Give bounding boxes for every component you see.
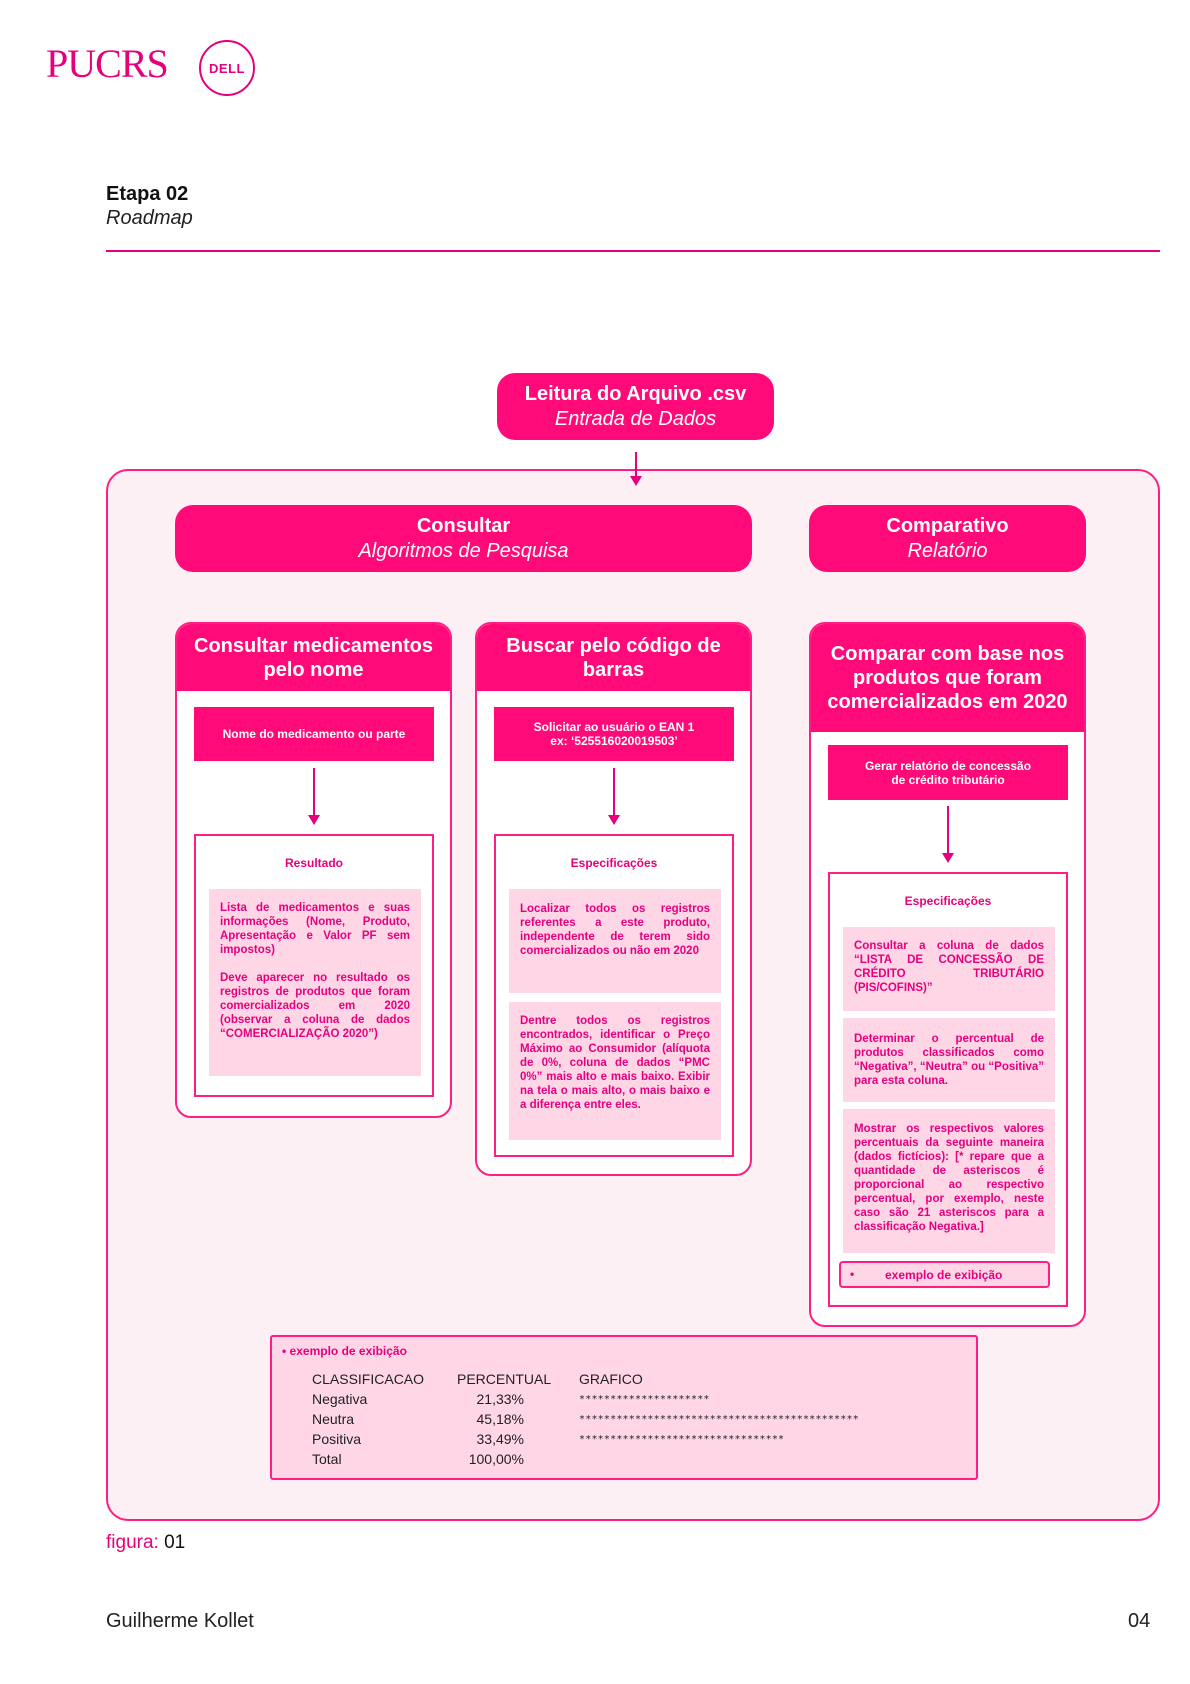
bullet-icon: • — [282, 1344, 287, 1358]
table-cell-grafico: ********************* — [579, 1394, 710, 1405]
arrow-down-icon — [942, 853, 954, 863]
table-cell-percentual: 100,00% — [468, 1451, 524, 1467]
note-text: Deve aparecer no resultado os registros … — [220, 972, 410, 1040]
node-leitura-arquivo: Leitura do Arquivo .csv Entrada de Dados — [497, 373, 774, 440]
example-panel-label: • exemplo de exibição — [282, 1344, 407, 1358]
bullet-icon: • — [850, 1267, 855, 1281]
table-cell-percentual: 45,18% — [476, 1411, 524, 1427]
exemplo-exibicao-label: exemplo de exibição — [885, 1268, 1003, 1282]
note-text: Mostrar os respectivos valores percentua… — [854, 1123, 1044, 1233]
stage-subtitle: Roadmap — [106, 207, 193, 229]
dell-logo-text: DELL — [209, 60, 245, 76]
table-header-percentual: PERCENTUAL — [457, 1371, 552, 1387]
input-ean: Solicitar ao usuário o EAN 1 ex: ‘525516… — [494, 707, 734, 761]
note-text: Localizar todos os registros referentes … — [520, 903, 710, 957]
card-nome-title: Consultar medicamentos pelo nome — [177, 624, 450, 691]
resultado-box: Resultado Lista de medicamentos e suas i… — [194, 834, 434, 1097]
especificacoes-title: Especificações — [570, 856, 658, 870]
footer-author: Guilherme Kollet — [106, 1610, 254, 1632]
table-header-classificacao: CLASSIFICACAO — [312, 1371, 425, 1387]
group-comparativo-subtitle: Relatório — [907, 540, 988, 562]
connector-line-comparar — [947, 806, 949, 854]
dell-logo: DELL — [199, 40, 255, 96]
card-comparar-title: Comparar com base nos produtos que foram… — [811, 624, 1084, 732]
table-header-grafico: GRAFICO — [579, 1371, 643, 1387]
card-barras-title: Buscar pelo código de barras — [477, 624, 750, 691]
note-text: Consultar a coluna de dados “LISTA DE CO… — [854, 940, 1044, 994]
figure-caption: figura: 01 — [106, 1532, 185, 1554]
footer-page-number: 04 — [1128, 1610, 1151, 1632]
note-box: Mostrar os respectivos valores percentua… — [843, 1109, 1055, 1253]
group-comparativo-title: Comparativo — [886, 515, 1009, 537]
note-box: Localizar todos os registros referentes … — [509, 889, 721, 993]
group-comparativo: Comparativo Relatório — [809, 505, 1086, 572]
table-cell-classificacao: Total — [312, 1451, 342, 1467]
figure-caption-number: 01 — [164, 1532, 186, 1553]
node-leitura-title: Leitura do Arquivo .csv — [524, 383, 747, 405]
resultado-title: Resultado — [284, 856, 343, 870]
table-cell-classificacao: Positiva — [312, 1431, 362, 1447]
note-box: Dentre todos os registros encontrados, i… — [509, 1002, 721, 1140]
input-gerar-relatorio: Gerar relatório de concessão de crédito … — [828, 745, 1068, 800]
table-cell-classificacao: Negativa — [312, 1391, 368, 1407]
connector-line-barras — [613, 768, 615, 816]
arrow-down-icon — [308, 815, 320, 825]
note-box: Consultar a coluna de dados “LISTA DE CO… — [843, 927, 1055, 1011]
example-display-panel: • exemplo de exibição CLASSIFICACAO PERC… — [270, 1335, 978, 1480]
header-divider — [106, 250, 1160, 252]
table-cell-grafico: ********************************* — [579, 1434, 785, 1445]
especificacoes-box-barras: Especificações Localizar todos os regist… — [494, 834, 734, 1157]
note-text: Dentre todos os registros encontrados, i… — [520, 1015, 710, 1111]
pucrs-logo: PUCRS — [46, 41, 169, 86]
group-consultar: Consultar Algoritmos de Pesquisa — [175, 505, 752, 572]
input-nome-medicamento: Nome do medicamento ou parte — [194, 707, 434, 761]
exemplo-exibicao-button[interactable]: • exemplo de exibição — [839, 1261, 1050, 1288]
example-panel-label-text: exemplo de exibição — [289, 1344, 407, 1358]
especificacoes-box-comparar: Especificações Consultar a coluna de dad… — [828, 872, 1068, 1307]
note-text: Lista de medicamentos e suas informações… — [220, 902, 410, 956]
figure-caption-label: figura: — [106, 1532, 159, 1553]
group-consultar-subtitle: Algoritmos de Pesquisa — [358, 540, 569, 562]
table-cell-percentual: 21,33% — [476, 1391, 524, 1407]
stage-title: Etapa 02 — [106, 183, 189, 205]
arrow-down-icon — [608, 815, 620, 825]
resultado-notes: Lista de medicamentos e suas informações… — [209, 889, 421, 1076]
connector-line-nome — [313, 768, 315, 816]
note-text: Determinar o percentual de produtos clas… — [854, 1033, 1044, 1087]
table-cell-classificacao: Neutra — [312, 1411, 355, 1427]
especificacoes-title: Especificações — [904, 894, 992, 908]
connector-line-top — [635, 452, 637, 477]
note-box: Determinar o percentual de produtos clas… — [843, 1018, 1055, 1102]
table-cell-percentual: 33,49% — [476, 1431, 524, 1447]
table-cell-grafico: ****************************************… — [579, 1414, 859, 1425]
group-consultar-title: Consultar — [416, 515, 511, 537]
arrow-down-icon — [630, 476, 642, 486]
node-leitura-subtitle: Entrada de Dados — [554, 408, 717, 430]
